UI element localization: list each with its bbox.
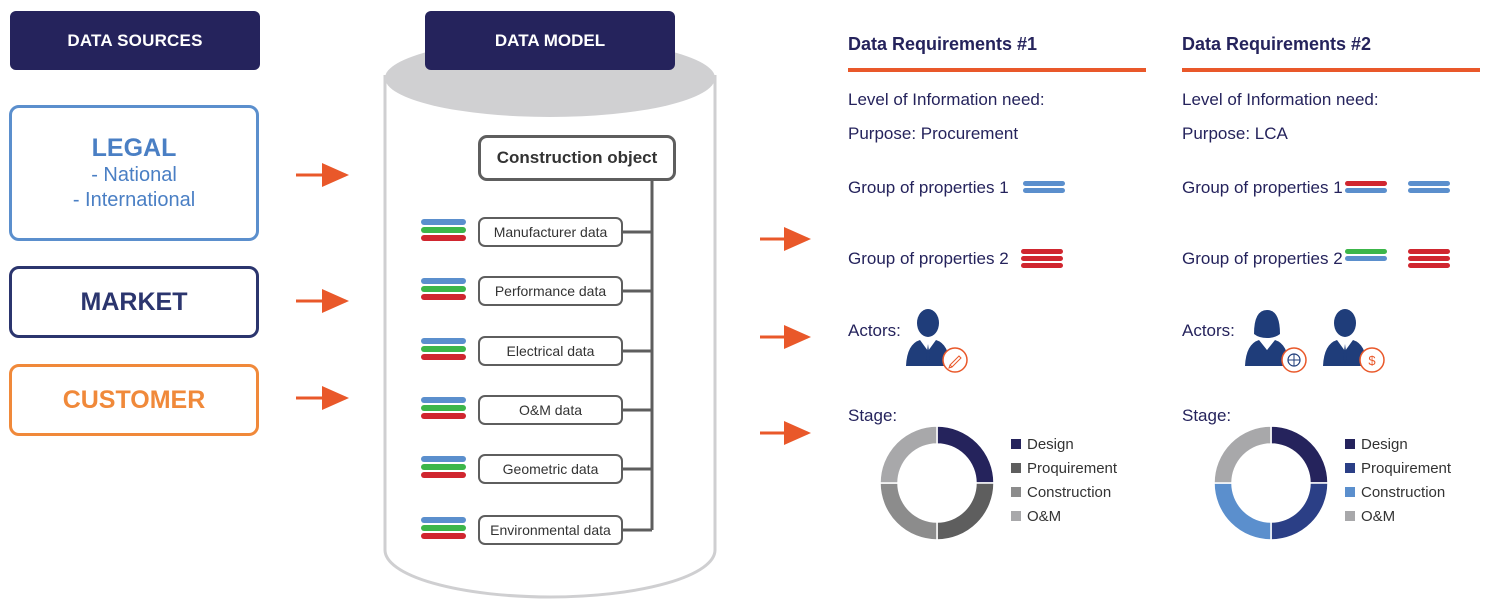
legend-om: O&M (1027, 507, 1062, 525)
requirements-1-level: Level of Information need: (848, 90, 1045, 109)
customer-title: CUSTOMER (62, 385, 206, 414)
geometric-data-box: Geometric data (478, 454, 623, 484)
property-stripes-icon (421, 338, 466, 364)
construction-object-box: Construction object (478, 135, 676, 181)
requirements-2-title: Data Requirements #2 (1182, 34, 1372, 54)
legend-construction: Construction (1027, 483, 1112, 501)
connector-lines (623, 181, 654, 532)
data-sources-header: DATA SOURCES (10, 11, 260, 70)
market-title: MARKET (80, 287, 188, 316)
requirements-2-group1: Group of properties 1 (1182, 178, 1343, 197)
legend-swatch (1011, 463, 1021, 473)
property-stripes-icon (421, 219, 466, 245)
requirements-2-actors: Actors: (1182, 321, 1235, 340)
requirements-1-group2: Group of properties 2 (848, 249, 1009, 268)
stage-donut-chart (879, 425, 995, 541)
property-stripes-icon (421, 278, 466, 304)
legal-national: - National (91, 163, 177, 186)
requirements-1-stage: Stage: (848, 406, 898, 425)
customer-source-box: CUSTOMER (9, 364, 259, 436)
property-chip-icon (1408, 249, 1450, 275)
requirements-1-purpose: Purpose: Procurement (848, 124, 1019, 143)
data-model-cylinder (383, 39, 717, 599)
legend-design: Design (1027, 435, 1074, 453)
requirements-2-stage: Stage: (1182, 406, 1232, 425)
requirements-2-divider (1182, 68, 1480, 72)
legend-swatch (1345, 463, 1355, 473)
property-stripes-icon (421, 456, 466, 482)
legal-source-box: LEGAL - National - International (9, 105, 259, 241)
legal-title: LEGAL (91, 133, 177, 162)
requirements-1-divider (848, 68, 1146, 72)
legend-design: Design (1361, 435, 1408, 453)
legal-international: - International (72, 188, 196, 211)
requirements-1-group1: Group of properties 1 (848, 178, 1009, 197)
male-actor-pencil-icon (906, 309, 968, 373)
property-chip-icon (1345, 181, 1387, 201)
data-model-header: DATA MODEL (425, 11, 675, 70)
legend-proquirement: Proquirement (1027, 459, 1118, 477)
om-data-box: O&M data (478, 395, 623, 425)
male-actor-dollar-icon: $ (1323, 309, 1385, 373)
legend-construction: Construction (1361, 483, 1446, 501)
legend-swatch (1345, 511, 1355, 521)
legend-swatch (1011, 511, 1021, 521)
property-chip-icon (1023, 181, 1065, 201)
property-stripes-icon (421, 397, 466, 423)
market-source-box: MARKET (9, 266, 259, 338)
requirements-2-purpose: Purpose: LCA (1182, 124, 1288, 143)
property-chip-icon (1408, 181, 1450, 201)
svg-text:$: $ (1368, 353, 1376, 368)
requirements-1-actors: Actors: (848, 321, 901, 340)
legend-swatch (1345, 487, 1355, 497)
requirements-2-group2: Group of properties 2 (1182, 249, 1343, 268)
legend-proquirement: Proquirement (1361, 459, 1452, 477)
stage-legend: Design Proquirement Construction O&M (1011, 432, 1117, 528)
performance-data-box: Performance data (478, 276, 623, 306)
property-chip-icon (1021, 249, 1063, 275)
property-stripes-icon (421, 517, 466, 543)
legend-swatch (1345, 439, 1355, 449)
stage-legend: Design Proquirement Construction O&M (1345, 432, 1451, 528)
requirements-1-title: Data Requirements #1 (848, 34, 1038, 54)
requirements-2-level: Level of Information need: (1182, 90, 1379, 109)
legend-om: O&M (1361, 507, 1396, 525)
electrical-data-box: Electrical data (478, 336, 623, 366)
property-chip-icon (1345, 249, 1387, 275)
stage-donut-chart (1213, 425, 1329, 541)
environmental-data-box: Environmental data (478, 515, 623, 545)
legend-swatch (1011, 487, 1021, 497)
legend-swatch (1011, 439, 1021, 449)
manufacturer-data-box: Manufacturer data (478, 217, 623, 247)
female-actor-globe-icon (1245, 310, 1307, 373)
